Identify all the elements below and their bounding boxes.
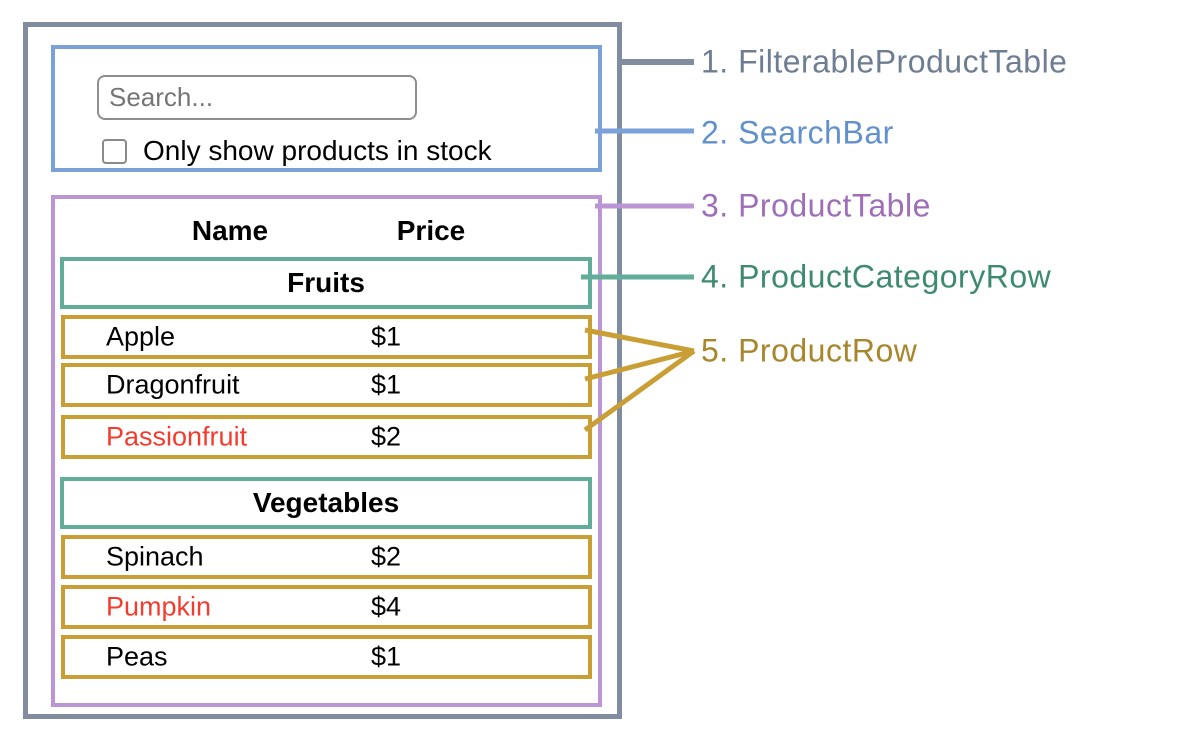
product-price-cell: $2 [371,421,402,452]
product-price-cell: $1 [371,321,402,352]
annotation-product-row: 5. ProductRow [701,332,918,369]
filterable-product-table-box: Only show products in stock Name Price F… [23,22,622,719]
product-price-cell: $4 [371,591,402,622]
column-header-name: Name [191,215,269,246]
product-row: Spinach $2 [61,535,592,579]
in-stock-checkbox[interactable] [102,138,127,164]
in-stock-checkbox-label: Only show products in stock [143,135,492,166]
annotation-filterable-product-table: 1. FilterableProductTable [701,43,1068,80]
product-row: Pumpkin $4 [61,585,592,629]
search-input[interactable] [97,75,417,120]
column-header-price: Price [396,215,466,246]
in-stock-filter-row: Only show products in stock [102,135,492,167]
annotation-product-table: 3. ProductTable [701,187,931,224]
product-category-row-vegetables: Vegetables [60,477,592,529]
product-price-cell: $1 [371,641,402,672]
product-name-cell: Apple [106,321,176,352]
product-name-cell: Spinach [106,541,204,572]
product-row: Apple $1 [61,315,592,359]
annotation-search-bar: 2. SearchBar [701,114,894,151]
product-name-cell: Passionfruit [106,421,248,452]
product-row: Peas $1 [61,635,592,679]
product-price-cell: $2 [371,541,402,572]
product-row: Dragonfruit $1 [61,363,592,407]
product-name-cell: Peas [106,641,168,672]
product-row: Passionfruit $2 [61,415,592,459]
product-name-cell: Pumpkin [106,591,212,622]
product-name-cell: Dragonfruit [106,369,240,400]
product-category-row-fruits: Fruits [60,257,592,309]
product-table-box: Name Price Fruits Apple $1 Dragonfruit $… [51,195,602,707]
product-price-cell: $1 [371,369,402,400]
search-bar-box: Only show products in stock [51,45,602,172]
annotation-product-category-row: 4. ProductCategoryRow [701,258,1052,295]
